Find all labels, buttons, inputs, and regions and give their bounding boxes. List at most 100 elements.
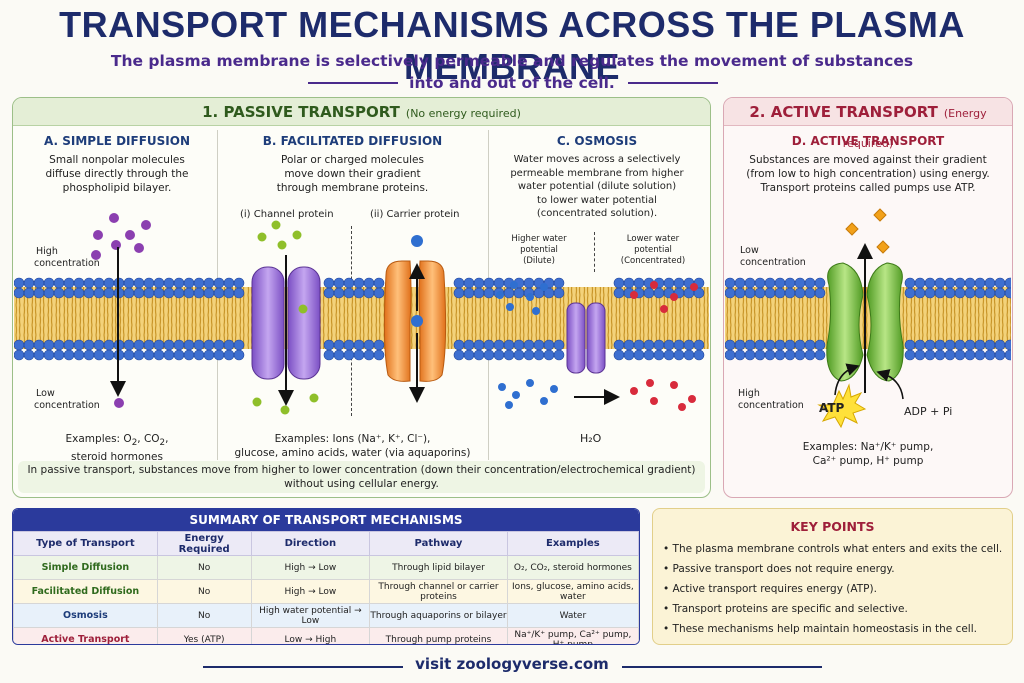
lipid-head bbox=[804, 277, 816, 289]
summary-cell: Simple Diffusion bbox=[13, 555, 158, 580]
lipid-head bbox=[814, 349, 826, 361]
lipid-head bbox=[974, 339, 986, 351]
lipid-head bbox=[954, 287, 966, 299]
lipid-head bbox=[83, 287, 95, 299]
summary-header-energy: Energy Required bbox=[156, 531, 252, 556]
lipid-head bbox=[683, 339, 695, 351]
lipid-head bbox=[794, 349, 806, 361]
lipid-head bbox=[23, 339, 35, 351]
footer-site-link[interactable]: visit zoologyverse.com bbox=[415, 655, 609, 673]
higher-water-potential-label: Higher water potential (Dilute) bbox=[498, 234, 580, 267]
lipid-head bbox=[453, 287, 465, 299]
lipid-head bbox=[954, 339, 966, 351]
lipid-head bbox=[33, 287, 45, 299]
summary-cell: Through pump proteins bbox=[369, 627, 508, 644]
lipid-head bbox=[754, 349, 766, 361]
simple-high-1: High bbox=[36, 246, 58, 257]
lipid-head bbox=[784, 339, 796, 351]
lipid-head bbox=[123, 287, 135, 299]
o2-subscript: 2 bbox=[131, 438, 138, 449]
simple-diffusion-examples: Examples: O2, CO2, steroid hormones bbox=[22, 432, 212, 464]
lipid-head bbox=[774, 339, 786, 351]
lipid-head bbox=[914, 287, 926, 299]
lipid-head bbox=[463, 287, 475, 299]
lipid-head bbox=[123, 277, 135, 289]
lipid-head bbox=[673, 349, 685, 361]
lipid-head bbox=[93, 277, 105, 289]
co2-subscript: 2 bbox=[159, 438, 166, 449]
summary-table: Type of Transport Energy Required Direct… bbox=[13, 531, 639, 644]
lipid-head bbox=[904, 339, 916, 351]
lipid-head bbox=[373, 277, 385, 289]
lipid-head bbox=[653, 349, 665, 361]
lipid-head bbox=[233, 349, 245, 361]
atp-label: ATP bbox=[819, 401, 845, 415]
lipid-head bbox=[133, 349, 145, 361]
key-point-text: Transport proteins are specific and sele… bbox=[672, 603, 908, 615]
summary-cell: High water potential → Low bbox=[250, 603, 371, 628]
water-molecules bbox=[496, 281, 558, 409]
subtitle-rule-left bbox=[308, 82, 398, 84]
simple-desc-1: Small nonpolar molecules bbox=[49, 154, 185, 166]
lipid-head bbox=[353, 277, 365, 289]
lipid-head bbox=[794, 287, 806, 299]
lipid-head bbox=[693, 287, 705, 299]
lipid-head bbox=[493, 349, 505, 361]
lipid-head bbox=[804, 287, 816, 299]
lipid-head bbox=[613, 349, 625, 361]
lipid-head bbox=[653, 339, 665, 351]
lipid-head bbox=[623, 339, 635, 351]
lipid-head bbox=[163, 349, 175, 361]
lipid-head bbox=[653, 287, 665, 299]
lipid-head bbox=[323, 339, 335, 351]
lipid-head bbox=[984, 339, 996, 351]
lipid-head bbox=[173, 287, 185, 299]
lipid-head bbox=[153, 277, 165, 289]
carrier-protein-label: (ii) Carrier protein bbox=[370, 209, 460, 220]
lipid-head bbox=[994, 287, 1006, 299]
facilitated-desc-3: through membrane proteins. bbox=[276, 182, 429, 194]
osmosis-description: Water moves across a selectively permeab… bbox=[492, 153, 702, 221]
simple-diffusion-description: Small nonpolar molecules diffuse directl… bbox=[22, 153, 212, 195]
summary-header-pathway: Pathway bbox=[369, 531, 508, 556]
lipid-head bbox=[954, 349, 966, 361]
active-heading-note: (Energy required) bbox=[842, 107, 987, 150]
osmosis-right-1: Lower water bbox=[626, 234, 680, 244]
summary-cell: Facilitated Diffusion bbox=[13, 579, 158, 604]
lipid-head bbox=[463, 349, 475, 361]
lipid-head bbox=[183, 349, 195, 361]
lipid-head bbox=[784, 277, 796, 289]
lipid-head bbox=[964, 287, 976, 299]
lipid-head bbox=[193, 339, 205, 351]
lipid-head bbox=[23, 277, 35, 289]
summary-cell: Na⁺/K⁺ pump, Ca²⁺ pump, H⁺ pump bbox=[506, 627, 639, 644]
channel-solutes bbox=[252, 220, 319, 415]
lower-water-potential-label: Lower water potential (Concentrated) bbox=[612, 234, 694, 267]
key-point-text: The plasma membrane controls what enters… bbox=[672, 543, 1003, 555]
osmosis-title: C. OSMOSIS bbox=[556, 134, 638, 148]
summary-cell: High → Low bbox=[250, 555, 371, 580]
lipid-head bbox=[193, 277, 205, 289]
lipid-head bbox=[223, 349, 235, 361]
lipid-head bbox=[373, 349, 385, 361]
summary-table-box: SUMMARY OF TRANSPORT MECHANISMS Type of … bbox=[12, 508, 640, 645]
lipid-head bbox=[333, 277, 345, 289]
footer-rule-left bbox=[203, 666, 403, 668]
lipid-head bbox=[904, 349, 916, 361]
lipid-head bbox=[744, 277, 756, 289]
lipid-head bbox=[83, 277, 95, 289]
lipid-head bbox=[123, 339, 135, 351]
summary-cell: O₂, CO₂, steroid hormones bbox=[506, 555, 639, 580]
pump-protein bbox=[826, 262, 904, 382]
lipid-head bbox=[754, 287, 766, 299]
lipid-head bbox=[764, 349, 776, 361]
channel-protein bbox=[251, 266, 321, 380]
summary-cell: Ions, glucose, amino acids, water bbox=[506, 579, 639, 604]
lipid-head bbox=[804, 349, 816, 361]
lipid-head bbox=[173, 339, 185, 351]
osmosis-left-2: potential bbox=[520, 245, 558, 255]
